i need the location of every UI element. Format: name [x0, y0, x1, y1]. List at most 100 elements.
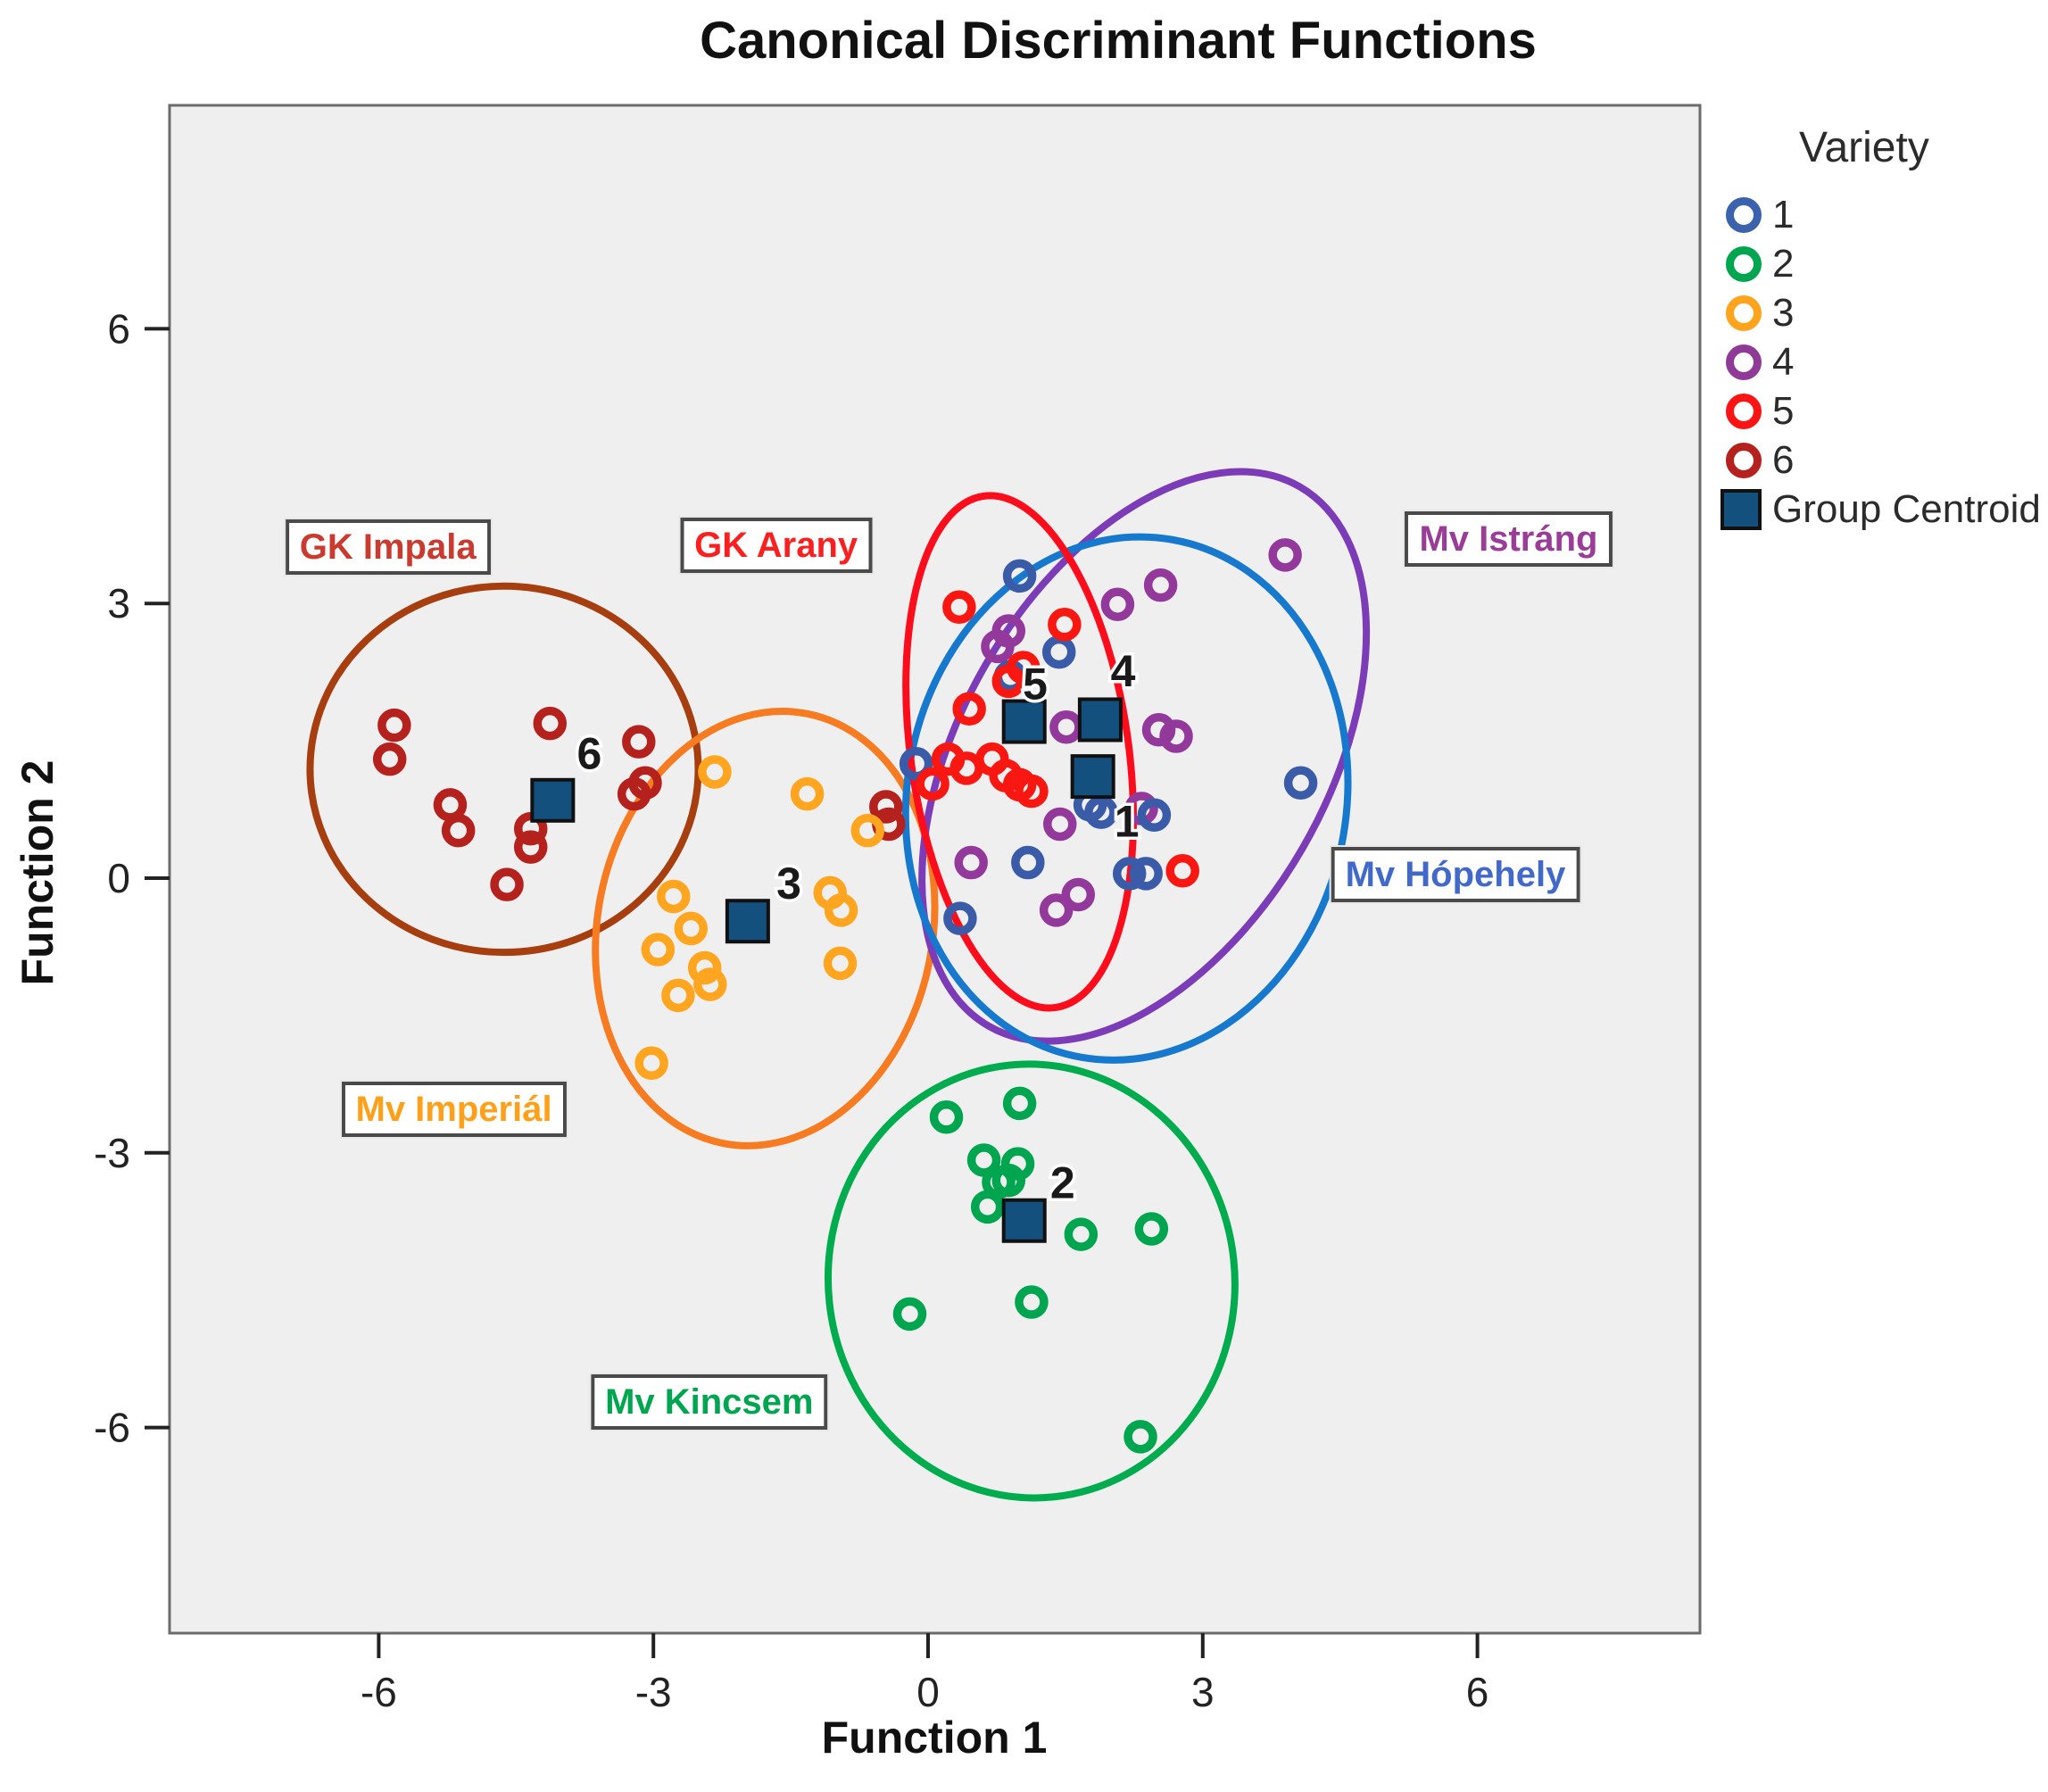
data-point-variety-6 [372, 742, 407, 776]
data-point-variety-2 [966, 1143, 1001, 1177]
legend-ring-icon [1726, 295, 1762, 331]
data-point-variety-2 [970, 1190, 1005, 1224]
legend-ring-icon [1726, 197, 1762, 233]
x-tick-label: 3 [1191, 1669, 1215, 1715]
data-point-variety-1 [1011, 845, 1045, 880]
data-point-variety-1 [1112, 857, 1147, 891]
data-point-variety-5 [952, 692, 986, 726]
data-point-variety-3 [790, 776, 825, 811]
legend-item-1: 1 [1712, 193, 2044, 236]
group-centroid-2 [1001, 1198, 1047, 1243]
legend-item-2: 2 [1712, 242, 2044, 286]
data-point-variety-3 [661, 978, 695, 1013]
data-point-variety-3 [634, 1046, 668, 1081]
group-ellipse-3 [592, 708, 939, 1149]
legend-title: Variety [1799, 124, 1929, 171]
data-point-variety-6 [622, 725, 656, 759]
data-point-variety-4 [1100, 587, 1135, 621]
data-point-variety-6 [869, 790, 903, 824]
data-point-variety-2 [892, 1297, 927, 1332]
x-tick-label: -6 [361, 1669, 397, 1715]
legend-item-3: 3 [1712, 291, 2044, 335]
centroid-number-5: 5 [1023, 660, 1048, 709]
cluster-label-5: GK Arany [678, 515, 875, 575]
data-point-variety-5 [991, 664, 1026, 699]
centroid-number-6: 6 [576, 728, 601, 778]
data-point-variety-3 [687, 950, 722, 985]
data-point-variety-1 [1084, 795, 1118, 829]
legend-item-label: 6 [1772, 438, 1795, 482]
cluster-label-4: Mv Istráng [1403, 510, 1614, 569]
data-point-variety-2 [1123, 1420, 1157, 1454]
data-point-variety-4 [1141, 713, 1176, 747]
legend-ring-icon [1726, 344, 1762, 380]
x-tick-label: 0 [916, 1669, 940, 1715]
data-point-variety-2 [991, 1163, 1026, 1198]
data-point-variety-1 [1002, 559, 1037, 593]
group-ellipse-4 [918, 468, 1371, 1045]
legend-item-group-centroid: Group Centroid [1712, 487, 2044, 531]
legend-item-label: 2 [1772, 242, 1795, 286]
data-point-variety-4 [991, 614, 1026, 648]
data-point-variety-5 [1015, 774, 1049, 809]
group-centroid-3 [725, 899, 770, 944]
data-point-variety-5 [1048, 608, 1082, 642]
chart-title: Canonical Discriminant Functions [700, 12, 1537, 70]
y-tick-label: 6 [107, 305, 130, 352]
legend-item-4: 4 [1712, 340, 2044, 384]
data-point-variety-2 [929, 1100, 964, 1134]
y-axis-title: Function 2 [12, 759, 62, 986]
group-centroid-1 [1070, 754, 1115, 800]
data-point-variety-4 [1042, 807, 1077, 842]
group-ellipse-5 [902, 492, 1138, 1012]
cluster-label-1: Mv Hópehely [1329, 844, 1582, 904]
legend-item-label: 5 [1772, 389, 1795, 433]
y-tick-label: 3 [107, 580, 130, 626]
cluster-label-6: GK Impala [283, 517, 493, 577]
data-point-variety-2 [1134, 1212, 1169, 1246]
data-point-variety-5 [942, 590, 976, 625]
legend-ring-icon [1726, 246, 1762, 282]
legend-item-6: 6 [1712, 438, 2044, 482]
data-point-variety-6 [617, 776, 651, 811]
group-centroid-4 [1077, 697, 1123, 743]
data-point-variety-6 [490, 867, 524, 901]
data-point-variety-4 [954, 845, 988, 880]
y-tick-label: -6 [94, 1405, 130, 1451]
data-point-variety-1 [1129, 857, 1163, 891]
data-point-variety-4 [1061, 877, 1096, 912]
data-point-variety-1 [943, 901, 977, 935]
data-point-variety-4 [1143, 568, 1178, 602]
data-point-variety-3 [693, 967, 727, 1001]
legend-ring-icon [1726, 443, 1762, 478]
data-point-variety-6 [533, 706, 568, 741]
data-point-variety-5 [916, 767, 949, 801]
data-point-variety-4 [1159, 719, 1193, 753]
data-point-variety-3 [657, 879, 691, 914]
data-point-variety-3 [674, 911, 709, 946]
data-point-variety-3 [823, 946, 858, 981]
y-tick-label: 0 [107, 855, 130, 901]
data-point-variety-2 [1064, 1217, 1099, 1251]
legend-item-label: Group Centroid [1772, 487, 2041, 531]
data-point-variety-2 [1015, 1285, 1049, 1319]
data-point-variety-6 [441, 813, 476, 848]
cluster-label-2: Mv Kincsem [589, 1372, 830, 1431]
data-point-variety-3 [641, 933, 676, 967]
data-point-variety-4 [1039, 893, 1074, 927]
data-point-variety-6 [377, 708, 411, 743]
cluster-label-3: Mv Imperiál [339, 1079, 568, 1139]
legend-item-label: 3 [1772, 291, 1795, 335]
data-point-variety-3 [850, 813, 885, 848]
group-centroid-6 [530, 777, 576, 823]
data-point-variety-5 [1165, 854, 1199, 888]
legend-ring-icon [1726, 394, 1762, 429]
legend-item-label: 4 [1772, 340, 1795, 384]
y-tick-label: -3 [94, 1130, 130, 1176]
data-point-variety-1 [899, 747, 933, 781]
legend-item-label: 1 [1772, 193, 1795, 236]
centroid-number-4: 4 [1111, 646, 1136, 696]
